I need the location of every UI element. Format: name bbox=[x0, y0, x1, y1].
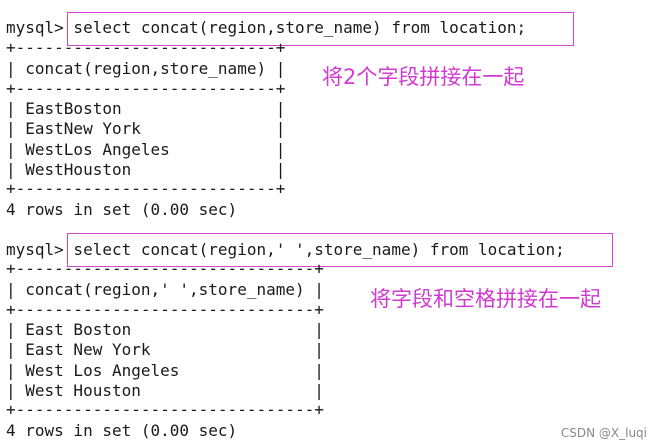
table-header: | concat(region,store_name) | bbox=[6, 59, 286, 78]
table-row: | EastNew York | bbox=[6, 119, 286, 138]
command-line-1: mysql> select concat(region,store_name) … bbox=[6, 18, 526, 38]
table-row: | East New York | bbox=[6, 340, 324, 359]
result-summary: 4 rows in set (0.00 sec) bbox=[6, 200, 238, 219]
table-border-mid: +---------------------------+ bbox=[6, 79, 286, 98]
result-summary: 4 rows in set (0.00 sec) bbox=[6, 421, 238, 440]
table-border-bottom: +-------------------------------+ bbox=[6, 400, 324, 419]
table-border-top: +---------------------------+ bbox=[6, 38, 286, 57]
table-row: | West Houston | bbox=[6, 381, 324, 400]
annotation-label: 将字段和空格拼接在一起 bbox=[370, 287, 601, 311]
sql-command: select concat(region,store_name) from lo… bbox=[63, 18, 527, 37]
table-row: | West Los Angeles | bbox=[6, 361, 324, 380]
mysql-prompt: mysql> bbox=[6, 18, 64, 37]
command-highlight-box-1 bbox=[67, 12, 574, 46]
command-line-2: mysql> select concat(region,' ',store_na… bbox=[6, 240, 565, 260]
mysql-prompt: mysql> bbox=[6, 240, 64, 259]
table-row: | WestHouston | bbox=[6, 160, 286, 179]
table-row: | WestLos Angeles | bbox=[6, 140, 286, 159]
annotation-label: 将2个字段拼接在一起 bbox=[322, 65, 525, 89]
table-border-bottom: +---------------------------+ bbox=[6, 179, 286, 198]
table-border-top: +-------------------------------+ bbox=[6, 259, 324, 278]
sql-command: select concat(region,' ',store_name) fro… bbox=[63, 240, 565, 259]
table-header: | concat(region,' ',store_name) | bbox=[6, 280, 324, 299]
table-row: | EastBoston | bbox=[6, 99, 286, 118]
watermark: CSDN @X_luqi bbox=[560, 426, 647, 440]
table-row: | East Boston | bbox=[6, 320, 324, 339]
command-highlight-box-2 bbox=[67, 233, 613, 267]
table-border-mid: +-------------------------------+ bbox=[6, 300, 324, 319]
